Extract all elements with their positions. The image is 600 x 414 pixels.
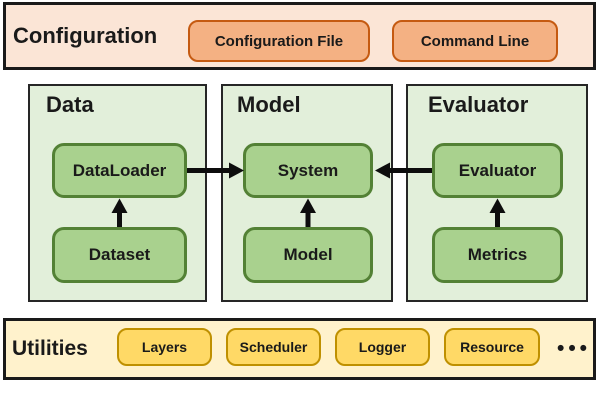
logger-box: Logger <box>335 328 430 366</box>
evaluator-module-label: Evaluator <box>428 92 529 117</box>
data-module-label: Data <box>46 92 94 117</box>
ellipsis-more-utilities: ••• <box>556 337 592 360</box>
utilities-panel-label: Utilities <box>12 337 88 360</box>
configuration-file-box: Configuration File <box>188 20 370 62</box>
configuration-panel-label: Configuration <box>13 23 158 48</box>
system-box: System <box>243 143 373 198</box>
scheduler-box: Scheduler <box>226 328 321 366</box>
dataset-box: Dataset <box>52 227 187 283</box>
model-box: Model <box>243 227 373 283</box>
metrics-box: Metrics <box>432 227 563 283</box>
resource-box: Resource <box>444 328 540 366</box>
evaluator-box: Evaluator <box>432 143 563 198</box>
command-line-box: Command Line <box>392 20 558 62</box>
dataloader-box: DataLoader <box>52 143 187 198</box>
model-module-label: Model <box>237 92 301 117</box>
layers-box: Layers <box>117 328 212 366</box>
